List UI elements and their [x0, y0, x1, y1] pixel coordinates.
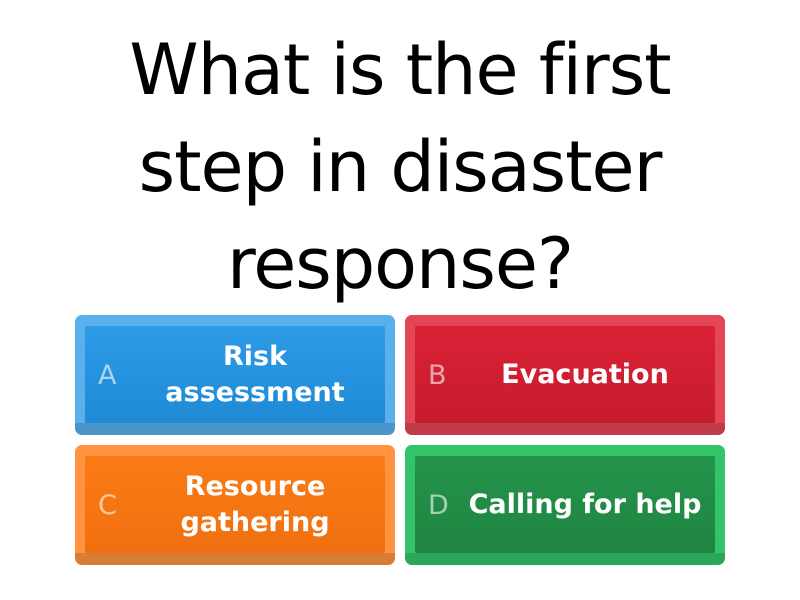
answer-label: Resource gathering — [180, 471, 330, 538]
answer-button-c[interactable]: C Resource gathering — [75, 445, 395, 565]
answer-button-a[interactable]: A Risk assessment — [75, 315, 395, 435]
answer-face — [415, 456, 715, 553]
answer-grid: A Risk assessment B Evacuation C Resourc… — [75, 315, 725, 565]
answer-face — [85, 456, 385, 553]
answer-face — [85, 326, 385, 423]
answer-face — [415, 326, 715, 423]
answer-letter: A — [98, 359, 117, 391]
answer-label: Calling for help — [468, 489, 702, 520]
answer-label: Evacuation — [501, 359, 669, 390]
answer-letter: D — [428, 489, 449, 521]
answer-letter: C — [98, 489, 117, 521]
answer-button-b[interactable]: B Evacuation — [405, 315, 725, 435]
answer-button-d[interactable]: D Calling for help — [405, 445, 725, 565]
question-text: What is the first step in disaster respo… — [129, 29, 671, 305]
answer-letter: B — [428, 359, 447, 391]
answer-label: Risk assessment — [165, 341, 345, 408]
